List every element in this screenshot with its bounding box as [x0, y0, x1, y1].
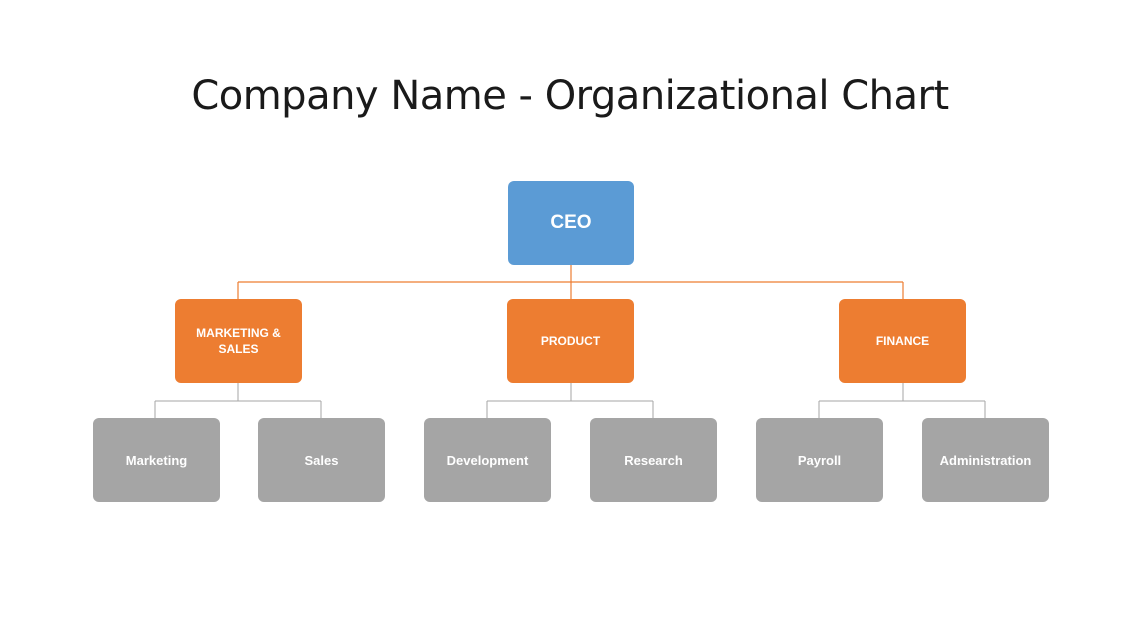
- org-node-administration[interactable]: Administration: [922, 418, 1049, 502]
- org-node-sales[interactable]: Sales: [258, 418, 385, 502]
- org-node-research-label: Research: [624, 452, 683, 468]
- org-node-marketing-sales[interactable]: MARKETING & SALES: [175, 299, 302, 383]
- org-node-development-label: Development: [446, 452, 529, 468]
- org-node-marketing-label: Marketing: [125, 452, 188, 468]
- org-node-product-label: PRODUCT: [540, 334, 601, 348]
- org-node-research[interactable]: Research: [590, 418, 717, 502]
- org-node-finance-label: FINANCE: [875, 334, 930, 348]
- org-node-marketing-sales-label: MARKETING & SALES: [196, 326, 281, 356]
- org-node-administration-label: Administration: [939, 452, 1032, 468]
- org-node-marketing[interactable]: Marketing: [93, 418, 220, 502]
- org-node-development[interactable]: Development: [424, 418, 551, 502]
- org-node-sales-label: Sales: [304, 452, 339, 468]
- org-node-payroll[interactable]: Payroll: [756, 418, 883, 502]
- org-node-ceo-label: CEO: [550, 212, 592, 233]
- org-node-ceo[interactable]: CEO: [508, 181, 634, 265]
- org-node-product[interactable]: PRODUCT: [507, 299, 634, 383]
- org-node-payroll-label: Payroll: [797, 452, 842, 468]
- org-node-finance[interactable]: FINANCE: [839, 299, 966, 383]
- page-title: Company Name - Organizational Chart: [191, 73, 949, 119]
